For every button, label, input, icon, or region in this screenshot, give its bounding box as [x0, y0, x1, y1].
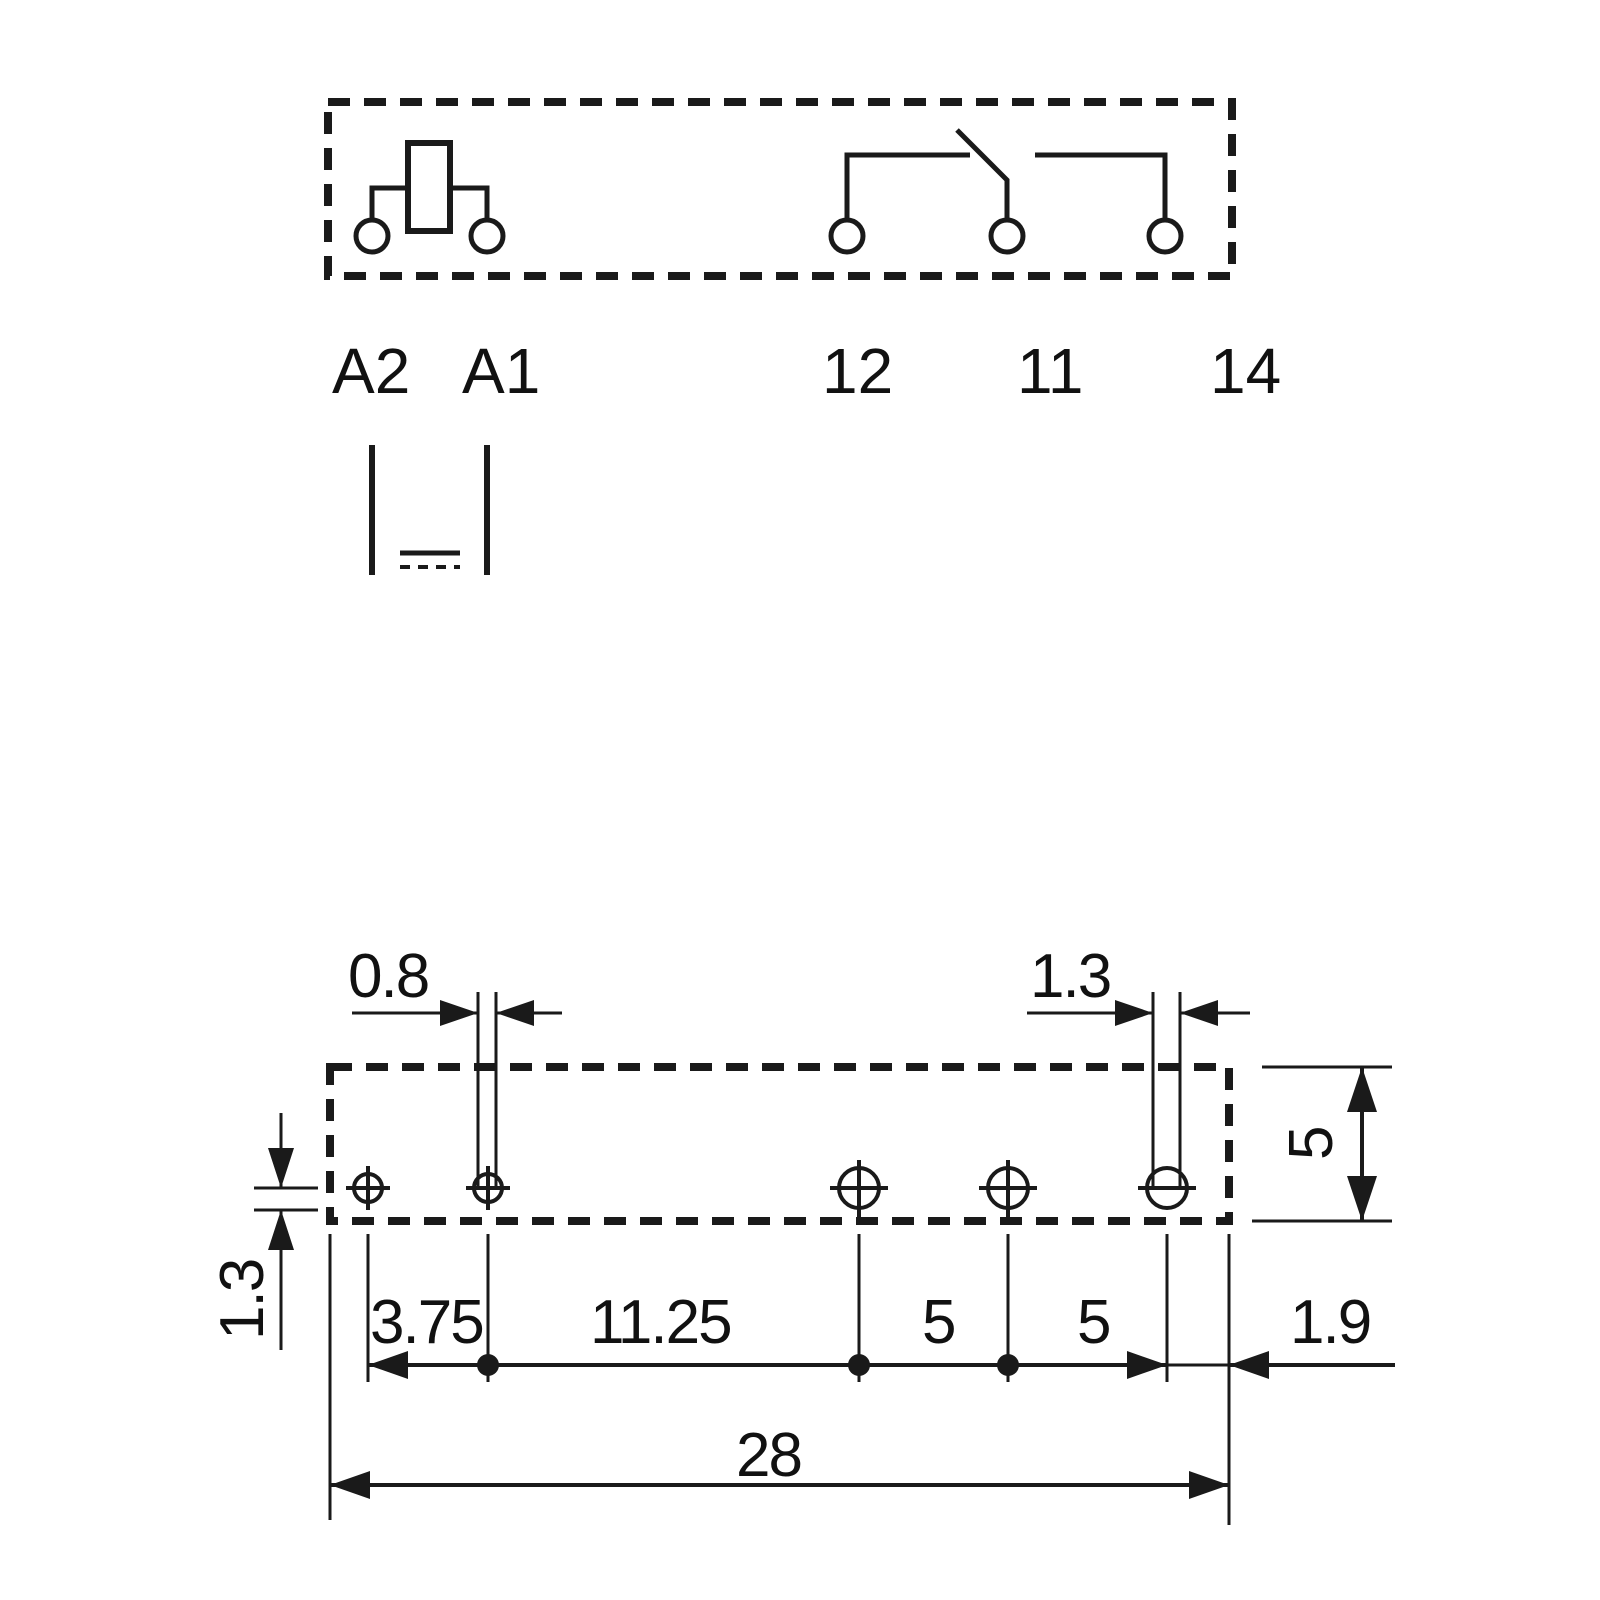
pin-hole-a2 — [346, 1166, 390, 1210]
terminal-11-circle — [988, 217, 1026, 255]
terminal-label-a2: A2 — [332, 335, 410, 407]
pin-hole-11 — [979, 1160, 1037, 1222]
dim-label-0-8: 0.8 — [348, 942, 428, 1011]
dim-label-3-75: 3.75 — [370, 1288, 483, 1357]
dimension-total-length — [330, 1471, 1229, 1499]
terminal-label-14: 14 — [1210, 335, 1281, 407]
schematic-housing-outline — [324, 98, 1236, 280]
dim-label-height-5: 5 — [1277, 1128, 1346, 1160]
dc-coil-symbol — [369, 445, 490, 575]
pin-hole-14 — [1138, 1166, 1196, 1210]
dimension-pin-offset-side — [254, 1113, 318, 1350]
dim-label-11-25: 11.25 — [590, 1288, 731, 1357]
terminal-label-11: 11 — [1017, 335, 1083, 407]
dimension-edge-right — [1167, 1351, 1395, 1379]
terminal-label-12: 12 — [822, 335, 893, 407]
footprint-outline — [326, 1063, 1233, 1225]
terminal-label-a1: A1 — [462, 335, 540, 407]
pin-hole-12 — [830, 1160, 888, 1225]
dimension-height — [1252, 1065, 1392, 1223]
terminal-a2-circle — [353, 217, 391, 255]
dim-label-5-b: 5 — [1077, 1288, 1109, 1357]
dimension-pin-width-small — [352, 1000, 562, 1026]
dimension-pin-width-large — [1027, 1000, 1250, 1026]
terminal-14-circle — [1146, 217, 1184, 255]
terminal-12-circle — [828, 217, 866, 255]
dim-label-1-3-top: 1.3 — [1030, 942, 1110, 1011]
dim-label-1-3-side: 1.3 — [208, 1260, 277, 1340]
dim-label-5-a: 5 — [922, 1288, 954, 1357]
dimension-pitch-chain — [368, 1351, 1167, 1379]
relay-footprint: 0.8 1.3 5 1.3 — [208, 942, 1395, 1525]
relay-schematic: A2 A1 12 11 14 — [324, 98, 1281, 575]
terminal-a1-circle — [468, 217, 506, 255]
dim-label-28: 28 — [736, 1421, 801, 1490]
dim-label-1-9: 1.9 — [1290, 1288, 1370, 1357]
coil-symbol — [353, 140, 506, 255]
changeover-contact-symbol — [828, 128, 1184, 255]
pin-width-extension-lines — [476, 992, 1182, 1188]
bottom-extension-lines — [328, 1234, 1231, 1525]
pin-hole-a1 — [466, 1166, 510, 1210]
